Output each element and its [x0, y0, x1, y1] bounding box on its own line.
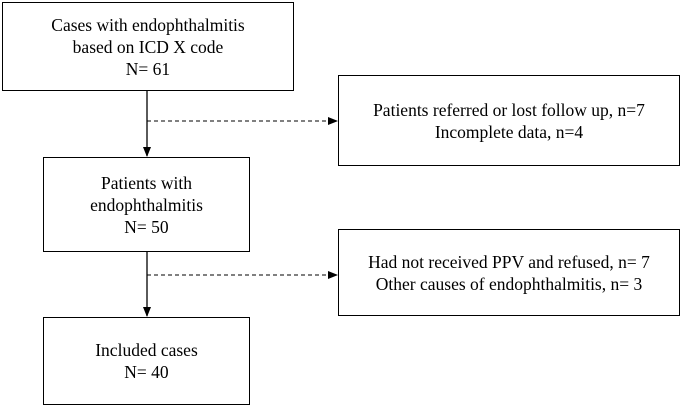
patients-box-count: N= 50 [124, 216, 169, 237]
exclusion-box-1: Patients referred or lost follow up, n=7… [338, 75, 680, 166]
cases-box-line-1: Cases with endophthalmitis [51, 14, 245, 35]
cases-box-line-2: based on ICD X code [72, 36, 224, 57]
patients-box-line-1: Patients with [101, 172, 192, 193]
exclusion-box-2: Had not received PPV and refused, n= 7 O… [338, 229, 680, 316]
included-box: Included cases N= 40 [43, 317, 250, 405]
patients-box-line-2: endophthalmitis [90, 194, 203, 215]
exclusion-1-line-2: Incomplete data, n=4 [434, 121, 584, 142]
patients-box: Patients with endophthalmitis N= 50 [43, 157, 250, 252]
exclusion-2-line-1: Had not received PPV and refused, n= 7 [368, 251, 650, 272]
included-box-line-1: Included cases [95, 340, 198, 360]
cases-box-count: N= 61 [125, 58, 171, 79]
exclusion-1-line-1: Patients referred or lost follow up, n=7 [373, 99, 645, 120]
exclusion-2-line-2: Other causes of endophthalmitis, n= 3 [375, 273, 643, 294]
cases-box: Cases with endophthalmitis based on ICD … [2, 2, 294, 91]
included-box-count: N= 40 [124, 362, 169, 382]
